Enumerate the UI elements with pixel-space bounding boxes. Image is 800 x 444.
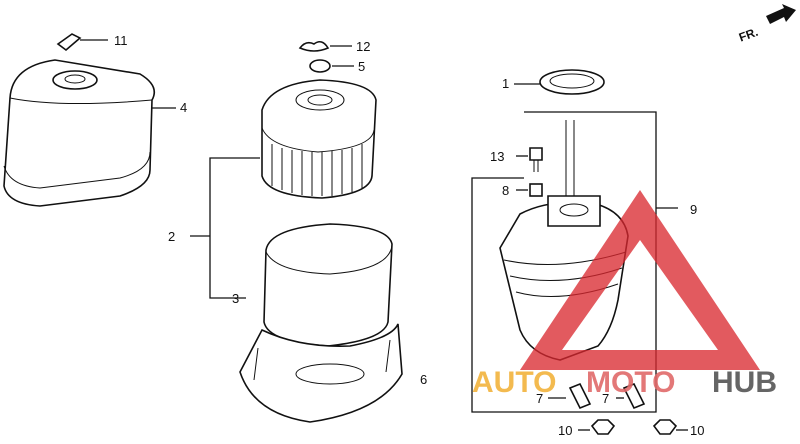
watermark-triangle: [520, 190, 760, 370]
filter-element: [261, 79, 377, 199]
bolt: [516, 147, 543, 172]
callout-10a: 10: [558, 423, 572, 438]
callout-2: 2: [168, 229, 175, 244]
callout-1: 1: [502, 76, 509, 91]
callout-11: 11: [114, 33, 128, 48]
callout-4: 4: [180, 100, 187, 115]
foam-element: [263, 223, 393, 347]
wing-nut: [298, 40, 352, 52]
nut: [652, 419, 688, 435]
callout-8: 8: [502, 183, 509, 198]
callout-13: 13: [490, 149, 504, 164]
grommet: [309, 59, 354, 73]
dowel-pin: [616, 382, 646, 410]
direction-label: FR.: [737, 25, 760, 45]
watermark-hub: HUB: [712, 366, 777, 399]
front-direction-indicator: FR.: [737, 4, 796, 45]
watermark: AUTO MOTO HUB: [472, 190, 777, 399]
callout-5: 5: [358, 59, 365, 74]
air-cleaner-case: [239, 323, 403, 423]
callout-7b: 7: [602, 391, 609, 406]
dowel-pin: [548, 382, 592, 410]
callout-10b: 10: [690, 423, 704, 438]
callout-3: 3: [232, 291, 239, 306]
group-bracket: [190, 157, 260, 299]
gasket-ring: [514, 69, 605, 95]
callout-12: 12: [356, 39, 370, 54]
callout-7a: 7: [536, 391, 543, 406]
air-cleaner-cover: [3, 59, 156, 207]
arrow-right-icon: [766, 4, 796, 24]
collar: [516, 183, 543, 197]
nut: [578, 419, 616, 435]
callout-6: 6: [420, 372, 427, 387]
watermark-auto: AUTO: [472, 366, 556, 399]
watermark-moto: MOTO: [586, 366, 675, 399]
callout-9: 9: [690, 202, 697, 217]
clip-part: [56, 33, 108, 52]
assembly-frame: [471, 111, 657, 413]
